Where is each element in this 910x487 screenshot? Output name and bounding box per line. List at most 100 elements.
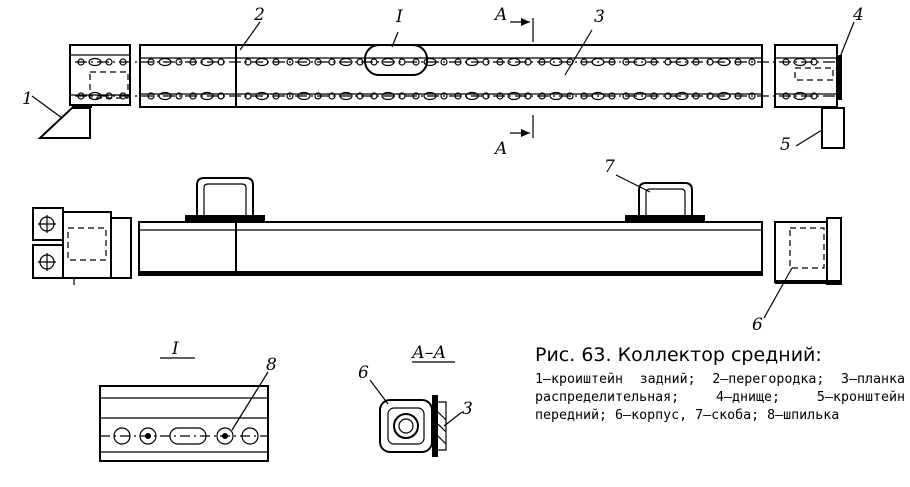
hole [286, 92, 294, 100]
hole [622, 58, 630, 66]
hole [328, 92, 336, 100]
hole [633, 91, 647, 101]
hole [119, 58, 127, 66]
hole [465, 91, 479, 101]
hole [538, 92, 546, 100]
hole [482, 92, 490, 100]
hole [398, 58, 406, 66]
hole [398, 92, 406, 100]
hole [633, 57, 647, 67]
hole [105, 58, 113, 66]
hole [482, 58, 490, 66]
hole [810, 58, 818, 66]
caption-text: 1—кроиштейн задний; 2—перегородка; 3—пла… [535, 372, 905, 423]
hole [244, 92, 252, 100]
hole [158, 57, 172, 67]
hole [412, 58, 420, 66]
callout-7: 7 [604, 157, 615, 177]
hole [255, 57, 269, 67]
hole [580, 58, 588, 66]
hole [591, 57, 605, 67]
hole [717, 91, 731, 101]
detail-I-title: I [171, 339, 179, 359]
callout-detail-I: I [395, 7, 403, 27]
figure-caption: Рис. 63. Коллектор средний: 1—кроиштейн … [535, 343, 905, 425]
callout-4: 4 [852, 5, 864, 25]
hole [793, 57, 807, 67]
hole [782, 92, 790, 100]
hole [524, 92, 532, 100]
hole [217, 58, 225, 66]
hole [706, 58, 714, 66]
hole [664, 58, 672, 66]
hole [328, 58, 336, 66]
hole [119, 92, 127, 100]
hole [793, 91, 807, 101]
section-callout-6: 6 [358, 363, 369, 383]
hole [255, 91, 269, 101]
section-AA-title: А–А [411, 343, 446, 363]
hole [105, 92, 113, 100]
hole [748, 92, 756, 100]
detail-I-marker [364, 44, 428, 76]
hole [608, 58, 616, 66]
hole [782, 58, 790, 66]
hole [297, 57, 311, 67]
hole [734, 58, 742, 66]
hole [175, 58, 183, 66]
hole [189, 92, 197, 100]
hole [454, 58, 462, 66]
distribution-holes [75, 57, 837, 101]
section-callout-3: 3 [462, 399, 473, 419]
hole [734, 92, 742, 100]
hole [339, 57, 353, 67]
leader-lines-side [615, 174, 793, 319]
hole [88, 57, 102, 67]
callout-3: 3 [594, 7, 605, 27]
hole [454, 92, 462, 100]
hole [77, 58, 85, 66]
hole [664, 92, 672, 100]
caption-title: Рис. 63. Коллектор средний: [535, 344, 822, 366]
callout-1: 1 [22, 89, 33, 109]
hole [158, 91, 172, 101]
hole [650, 92, 658, 100]
hole [200, 57, 214, 67]
callout-A-top: A [493, 5, 507, 25]
hole [147, 58, 155, 66]
hole [706, 92, 714, 100]
hole [297, 91, 311, 101]
hole [810, 92, 818, 100]
hole [524, 58, 532, 66]
hole [717, 57, 731, 67]
callout-A-bottom: A [493, 139, 507, 159]
hole [88, 91, 102, 101]
hole [175, 92, 183, 100]
hole [200, 91, 214, 101]
hole [566, 92, 574, 100]
callout-2: 2 [253, 5, 265, 25]
hole [423, 91, 437, 101]
hole [496, 58, 504, 66]
hole [272, 58, 280, 66]
hole [370, 58, 378, 66]
hole [440, 92, 448, 100]
hole [77, 92, 85, 100]
hole [356, 92, 364, 100]
hole [465, 57, 479, 67]
hole [147, 92, 155, 100]
hole [692, 58, 700, 66]
top-view [37, 44, 845, 149]
hole [748, 58, 756, 66]
leader-lines-top [31, 21, 855, 147]
hole [272, 92, 280, 100]
callout-6: 6 [752, 315, 763, 335]
hole [549, 91, 563, 101]
hole [381, 91, 395, 101]
hole [370, 92, 378, 100]
hole [608, 92, 616, 100]
hole [423, 57, 437, 67]
hole [440, 58, 448, 66]
section-line-AA [510, 18, 534, 138]
